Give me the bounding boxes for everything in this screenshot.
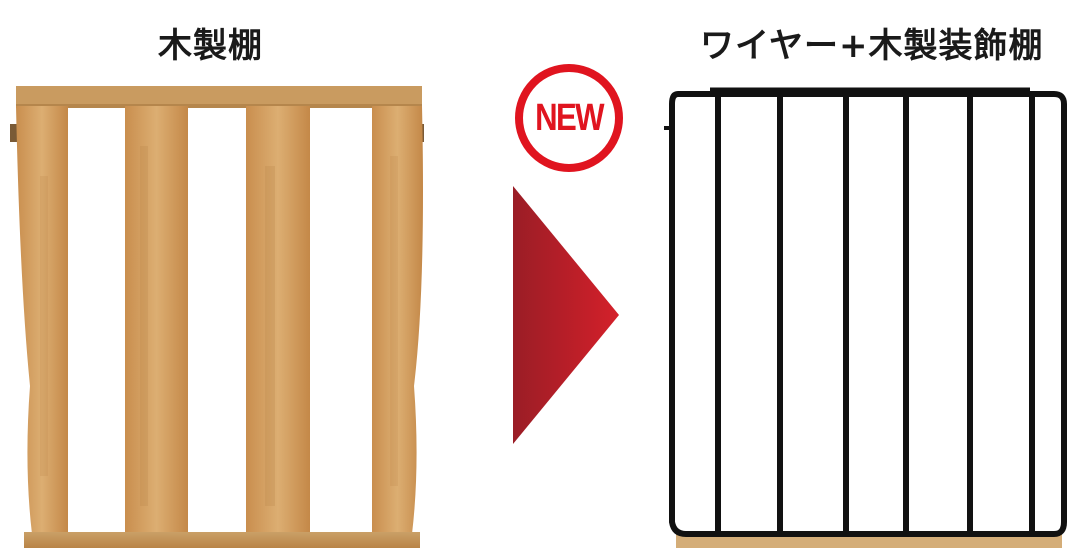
new-badge-circle-icon bbox=[515, 64, 623, 172]
wooden-shelf-title: 木製棚 bbox=[158, 26, 263, 66]
new-badge: NEW bbox=[513, 62, 625, 174]
right-arrow-icon bbox=[513, 186, 619, 444]
new-badge-text: NEW bbox=[535, 96, 604, 139]
wire-wood-shelf-title: ワイヤー+木製装飾棚 bbox=[700, 26, 1044, 66]
wooden-shelf-image bbox=[10, 86, 435, 548]
wire-wood-shelf-image bbox=[660, 82, 1072, 548]
